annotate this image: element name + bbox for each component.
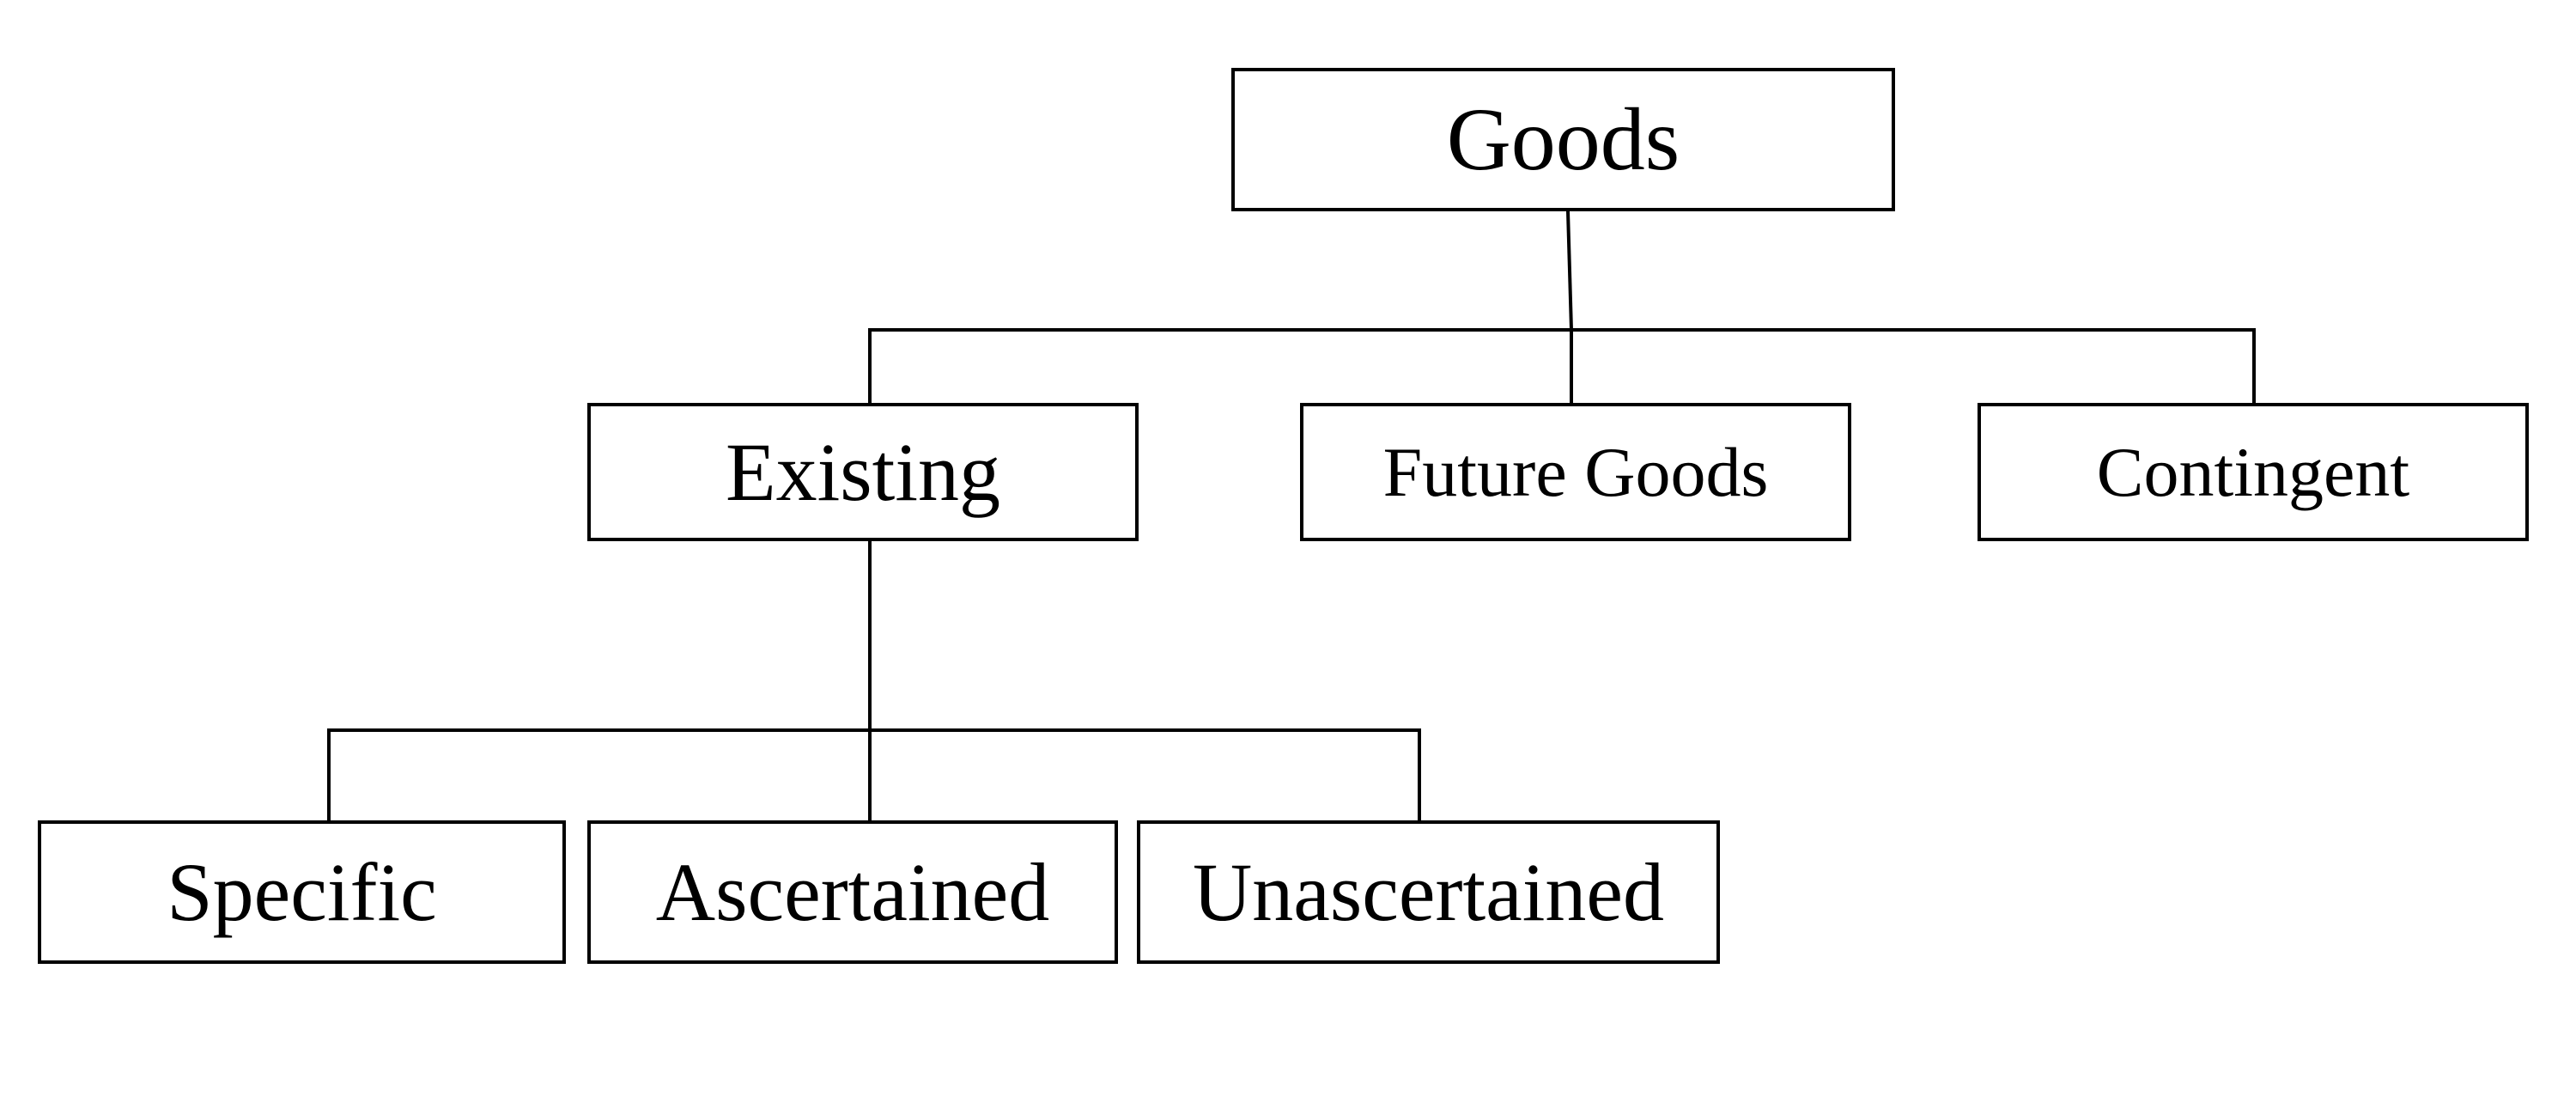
node-future-goods: Future Goods	[1300, 403, 1851, 541]
node-goods: Goods	[1231, 68, 1895, 211]
node-specific-label: Specific	[167, 846, 437, 938]
node-ascertained-label: Ascertained	[655, 846, 1050, 938]
node-existing-label: Existing	[725, 426, 1000, 518]
edge-goods-stem	[1565, 209, 1574, 332]
node-contingent-label: Contingent	[2096, 432, 2410, 511]
node-unascertained: Unascertained	[1137, 820, 1720, 964]
node-ascertained: Ascertained	[587, 820, 1118, 964]
node-unascertained-label: Unascertained	[1192, 846, 1665, 938]
node-existing: Existing	[587, 403, 1139, 541]
node-goods-label: Goods	[1446, 90, 1680, 189]
node-contingent: Contingent	[1978, 403, 2529, 541]
node-future-goods-label: Future Goods	[1382, 432, 1769, 511]
node-specific: Specific	[38, 820, 566, 964]
